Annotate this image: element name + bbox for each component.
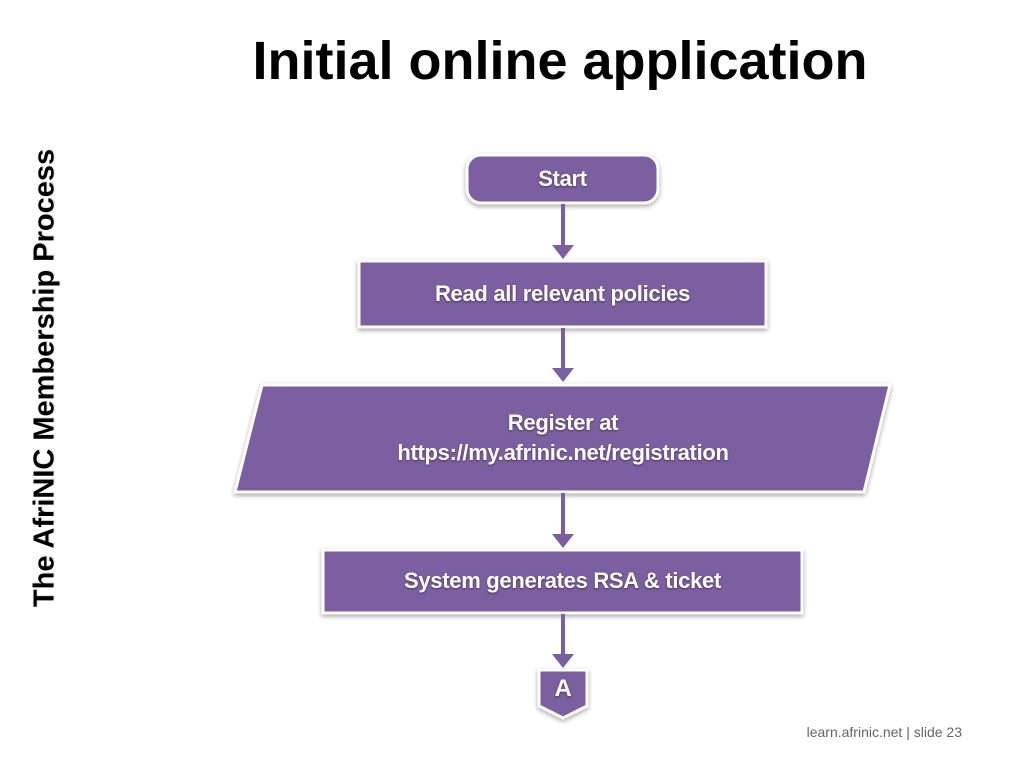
policies-box [357,259,768,329]
arrow-register-to-rsa [552,493,574,548]
register-url: https://my.afrinic.net/registration [397,440,729,465]
start-terminator [465,153,660,205]
slide-title: Initial online application [252,31,868,91]
off-page-connector [537,668,589,720]
register-parallelogram [233,383,892,494]
rsa-ticket-box [321,548,804,615]
register-label-line1: Register at [507,410,619,435]
arrow-policies-to-register [552,328,574,382]
policies-label: Read all relevant policies [434,281,691,306]
slide-footer: learn.afrinic.net | slide 23 [806,724,962,740]
start-label: Start [538,166,587,191]
arrow-start-to-policies [552,204,574,259]
rsa-ticket-label: System generates RSA & ticket [404,568,721,593]
arrow-rsa-to-connector [552,614,574,668]
connector-label: A [554,675,572,702]
